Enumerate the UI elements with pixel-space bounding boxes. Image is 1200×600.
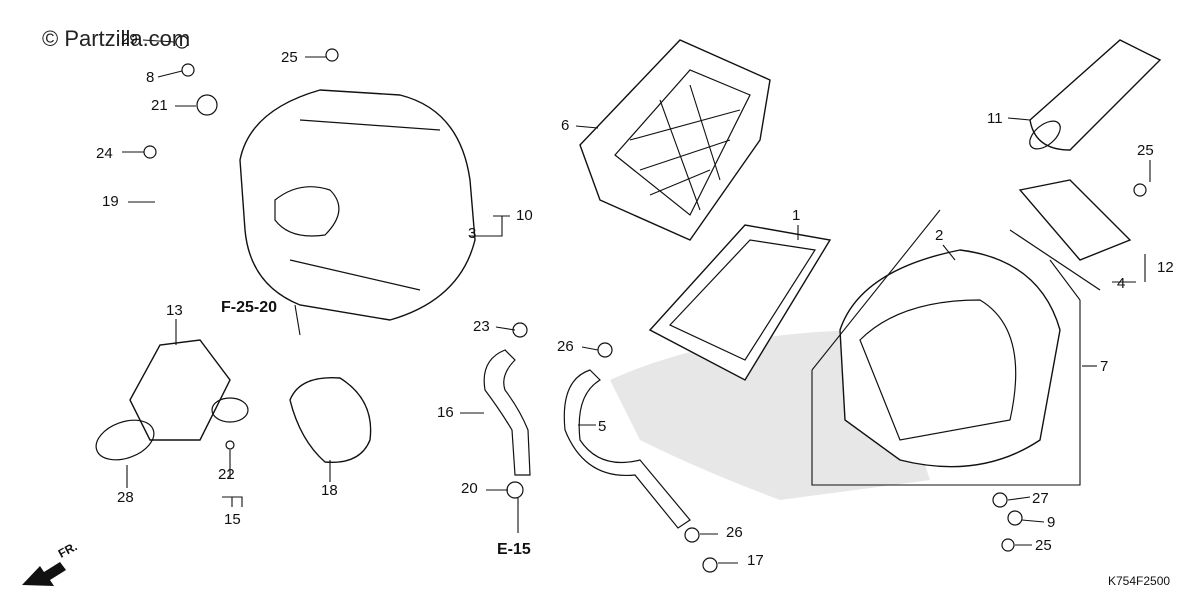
watermark: © Partzilla.com [42, 26, 191, 51]
filter-cage-part [579, 39, 771, 241]
callout: 10 [516, 207, 533, 224]
callout: 1 [792, 207, 801, 224]
callout: 11 [987, 110, 1003, 127]
callout: 4 [1117, 275, 1126, 292]
callout: 24 [96, 145, 113, 162]
callout: 3 [468, 225, 477, 242]
callout: 26 [557, 338, 574, 355]
callout: 26 [726, 524, 743, 541]
bracket-part [1009, 179, 1132, 291]
callout: 21 [151, 97, 168, 114]
callout: 12 [1157, 259, 1174, 276]
callout: 25 [1035, 537, 1052, 554]
callout: 16 [437, 404, 454, 421]
callout: 17 [747, 552, 764, 569]
callout: 22 [218, 466, 235, 483]
callout: 29 [121, 31, 138, 48]
callout: 8 [146, 69, 155, 86]
callout: 23 [473, 318, 490, 335]
callout: 13 [166, 302, 183, 319]
diagram-code: K754F2500 [1108, 574, 1171, 588]
callout: 28 [117, 489, 134, 506]
leader-lines [122, 39, 1151, 564]
clamp-part [211, 397, 249, 423]
cover-part [289, 376, 372, 464]
callout: 2 [935, 227, 944, 244]
callout: 19 [102, 193, 119, 210]
callout: 20 [461, 480, 478, 497]
callout: 7 [1100, 358, 1109, 375]
callout: 9 [1047, 514, 1056, 531]
callout: 6 [561, 117, 570, 134]
hose-5-part [563, 369, 691, 529]
callout: 15 [224, 511, 241, 528]
joint-tube-part [95, 339, 231, 461]
callout: 18 [321, 482, 338, 499]
ref-label: F-25-20 [221, 299, 278, 316]
air-cleaner-cover-part [239, 89, 476, 321]
front-direction-arrow-icon [22, 562, 66, 586]
filter-element-part [648, 224, 832, 381]
callout: 25 [281, 49, 298, 66]
callout: 5 [598, 418, 607, 435]
air-cleaner-case-part [839, 249, 1061, 468]
callout: 27 [1032, 490, 1049, 507]
ref-label: E-15 [497, 541, 531, 558]
callout: 25 [1137, 142, 1154, 159]
hose-16-part [483, 349, 531, 476]
intake-duct-part [1029, 39, 1162, 151]
